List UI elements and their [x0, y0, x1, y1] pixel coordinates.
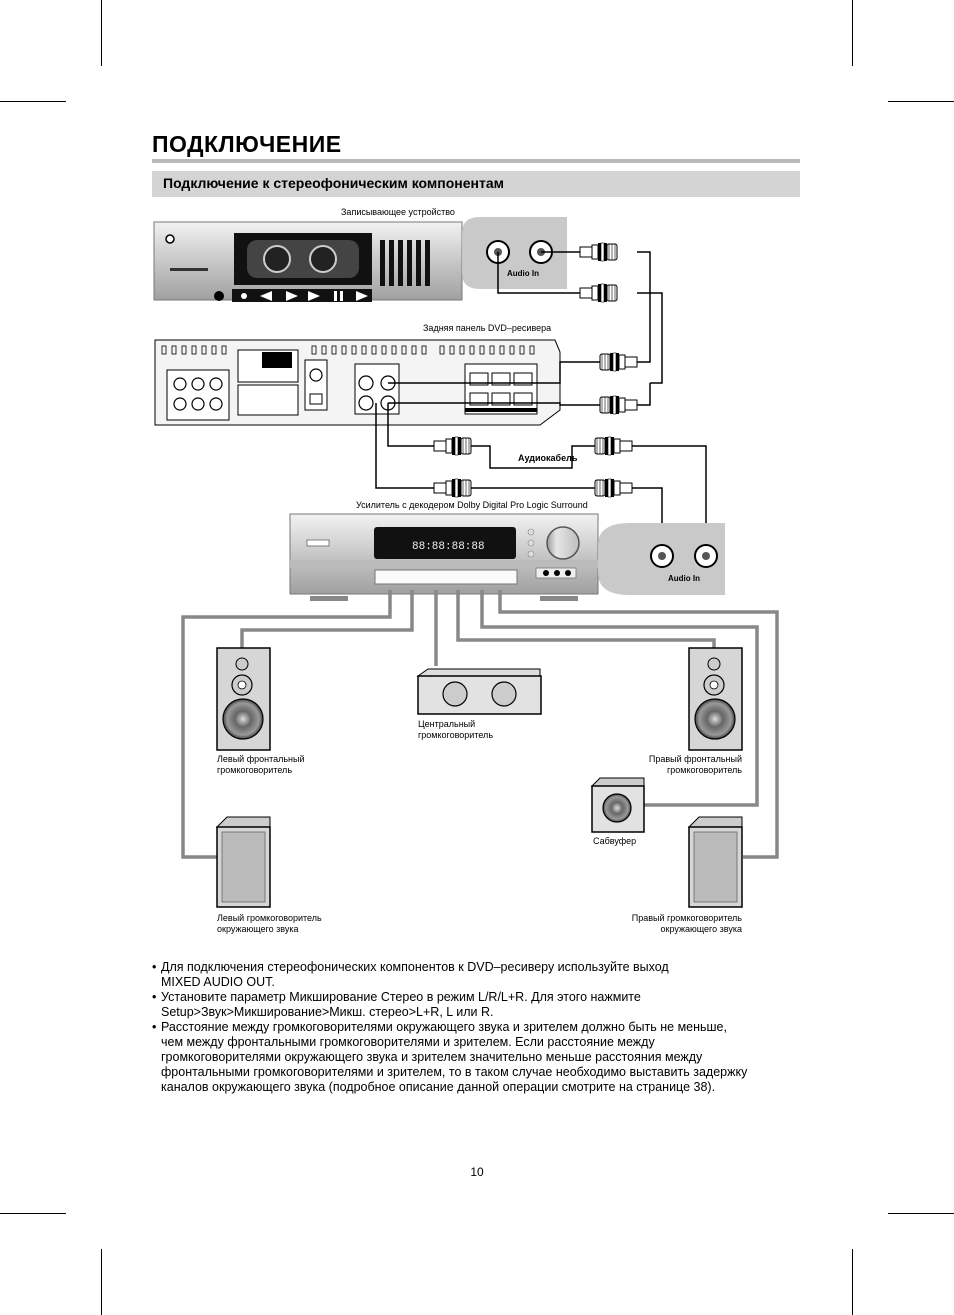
- audio-in-label-top: Audio In: [507, 269, 539, 278]
- crop-mark: [888, 1213, 954, 1214]
- note-text: Для подключения стереофонических компоне…: [161, 960, 669, 989]
- connection-diagram: 88:88:88:88: [153, 217, 779, 908]
- recording-device: [153, 221, 463, 302]
- audio-in-label-amp: Audio In: [668, 574, 700, 583]
- page-title: ПОДКЛЮЧЕНИЕ: [152, 131, 342, 157]
- bullet: •: [152, 990, 157, 1004]
- crop-mark: [888, 101, 954, 102]
- crop-mark: [0, 1213, 66, 1214]
- crop-mark: [852, 1249, 853, 1315]
- center-speaker-label: Центральный громкоговоритель: [418, 719, 494, 740]
- page-number: 10: [470, 1165, 484, 1179]
- section-header: Подключение к стереофоническим компонент…: [152, 171, 800, 197]
- receiver-panel-label: Задняя панель DVD–ресивера: [423, 323, 552, 333]
- left-front-label: Левый фронтальный громкоговоритель: [217, 754, 305, 775]
- recorder-label: Записывающее устройство: [341, 207, 455, 217]
- note-text: Расстояние между громкоговорителями окру…: [161, 1020, 748, 1094]
- left-surround-label: Левый громкоговоритель окружающего звука: [217, 913, 322, 934]
- note-item: • Для подключения стереофонических компо…: [152, 960, 792, 990]
- section-title: Подключение к стереофоническим компонент…: [163, 175, 504, 191]
- crop-mark: [101, 1249, 102, 1315]
- right-front-label: Правый фронтальный громкоговоритель: [648, 754, 742, 775]
- note-text: Установите параметр Микширование Стерео …: [161, 990, 641, 1019]
- notes-list: • Для подключения стереофонических компо…: [152, 960, 792, 1095]
- bullet: •: [152, 960, 157, 974]
- note-item: • Установите параметр Микширование Стере…: [152, 990, 792, 1020]
- audio-cable-label: Аудиокабель: [518, 453, 578, 463]
- crop-mark: [101, 0, 102, 66]
- right-surround-label: Правый громкоговоритель окружающего звук…: [631, 913, 742, 934]
- amplifier-label: Усилитель с декодером Dolby Digital Pro …: [356, 500, 588, 510]
- svg-text:88:88:88:88: 88:88:88:88: [412, 541, 485, 553]
- note-item: • Расстояние между громкоговорителями ок…: [152, 1020, 792, 1095]
- crop-mark: [0, 101, 66, 102]
- amplifier: [289, 513, 599, 601]
- subwoofer-label: Сабвуфер: [593, 836, 637, 846]
- title-underline: [152, 159, 800, 163]
- crop-mark: [852, 0, 853, 66]
- bullet: •: [152, 1020, 157, 1034]
